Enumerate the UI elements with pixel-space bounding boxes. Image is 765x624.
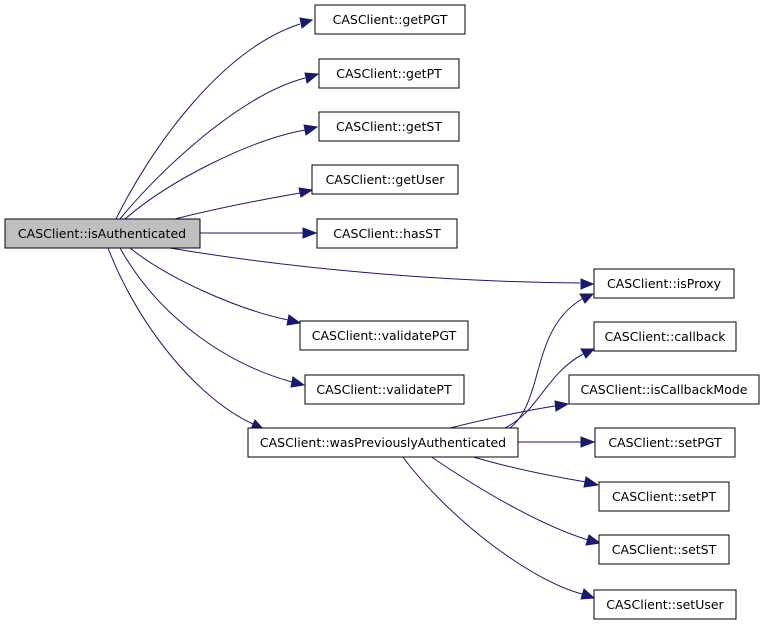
node-label: CASClient::hasST <box>333 226 441 241</box>
edge-isauthenticated-isproxy <box>169 247 595 290</box>
edge-isauthenticated-getuser <box>174 187 314 220</box>
node-callback[interactable]: CASClient::callback <box>593 321 737 352</box>
edge-waspreviouslyauthenticated-setpt <box>469 455 600 488</box>
node-label: CASClient::isAuthenticated <box>18 226 186 241</box>
node-set-pt[interactable]: CASClient::setPT <box>598 481 730 512</box>
node-label: CASClient::validatePGT <box>312 328 457 343</box>
node-get-st[interactable]: CASClient::getST <box>318 111 460 142</box>
node-validate-pt[interactable]: CASClient::validatePT <box>304 374 465 405</box>
edge-waspreviouslyauthenticated-setst <box>429 455 602 546</box>
node-label: CASClient::isCallbackMode <box>581 382 748 397</box>
edge-waspreviouslyauthenticated-iscallbackmode <box>449 400 570 429</box>
node-label: CASClient::getUser <box>326 172 446 187</box>
edge-isauthenticated-validatepgt <box>129 247 302 326</box>
node-label: CASClient::setPT <box>612 489 716 504</box>
node-has-st[interactable]: CASClient::hasST <box>316 218 458 249</box>
node-validate-pgt[interactable]: CASClient::validatePGT <box>299 320 469 351</box>
node-label: CASClient::callback <box>604 329 726 344</box>
edge-isauthenticated-getpgt <box>115 17 314 220</box>
node-label: CASClient::validatePT <box>316 382 452 397</box>
node-get-user[interactable]: CASClient::getUser <box>311 164 459 195</box>
node-is-callback-mode[interactable]: CASClient::isCallbackMode <box>568 374 760 405</box>
edge-isauthenticated-getpt <box>119 72 320 220</box>
node-label: CASClient::wasPreviouslyAuthenticated <box>260 435 506 450</box>
edge-waspreviouslyauthenticated-callback <box>504 348 596 429</box>
edge-waspreviouslyauthenticated-isproxy <box>509 293 595 429</box>
node-set-pgt[interactable]: CASClient::setPGT <box>594 427 736 458</box>
node-get-pgt[interactable]: CASClient::getPGT <box>314 4 466 35</box>
node-set-user[interactable]: CASClient::setUser <box>593 589 737 620</box>
edge-isauthenticated-waspreviouslyauthenticated <box>107 247 266 431</box>
edge-waspreviouslyauthenticated-setpgt <box>518 436 596 448</box>
node-get-pt[interactable]: CASClient::getPT <box>318 58 460 89</box>
node-label: CASClient::getST <box>336 119 442 134</box>
edge-isauthenticated-getst <box>124 124 319 220</box>
node-label: CASClient::setST <box>612 542 717 557</box>
node-label: CASClient::isProxy <box>607 276 722 291</box>
node-is-proxy[interactable]: CASClient::isProxy <box>593 268 735 299</box>
node-label: CASClient::getPGT <box>333 12 448 27</box>
node-label: CASClient::setUser <box>606 597 724 612</box>
edge-isauthenticated-validatept <box>119 247 306 388</box>
edge-waspreviouslyauthenticated-setuser <box>401 455 596 600</box>
node-is-authenticated[interactable]: CASClient::isAuthenticated <box>4 218 201 249</box>
node-label: CASClient::setPGT <box>608 435 722 450</box>
edge-isauthenticated-hasst <box>200 227 318 239</box>
node-label: CASClient::getPT <box>336 66 442 81</box>
node-was-previously-authenticated[interactable]: CASClient::wasPreviouslyAuthenticated <box>247 427 519 458</box>
node-set-st[interactable]: CASClient::setST <box>598 534 730 565</box>
